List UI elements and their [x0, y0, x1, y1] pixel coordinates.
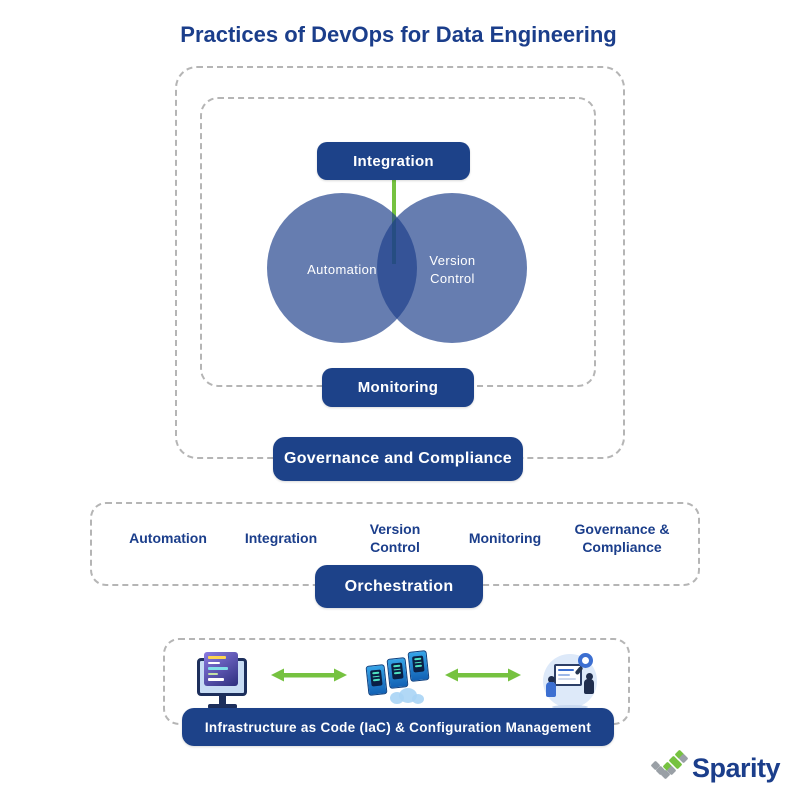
iac-pill: Infrastructure as Code (IaC) & Configura…: [182, 708, 614, 746]
sparity-wordmark: Sparity: [691, 753, 781, 783]
practice-label-automation: Automation: [129, 529, 207, 546]
governance-compliance-pill: Governance and Compliance: [273, 437, 523, 481]
practice-label-version-control: Version Control: [369, 520, 421, 555]
double-arrow-icon: [445, 668, 521, 682]
person-body: [546, 682, 556, 697]
container-box: [407, 650, 430, 682]
container-box: [365, 664, 388, 696]
page-title: Practices of DevOps for Data Engineering: [180, 22, 617, 47]
whiteboard: [554, 664, 582, 686]
magnifier-icon: [578, 653, 593, 668]
venn-circle-version-control: [377, 193, 527, 343]
container-box: [386, 657, 409, 689]
code-window: [204, 652, 238, 686]
sparity-check-icon: [650, 749, 689, 782]
sparity-logo: Sparity: [650, 749, 781, 783]
double-arrow-icon: [271, 668, 347, 682]
venn-label-automation: Automation: [307, 262, 377, 277]
team-analysis-icon: [540, 648, 600, 712]
integration-pill: Integration: [317, 142, 470, 180]
practice-label-governance: Governance & Compliance: [574, 520, 670, 555]
server-containers-cloud-icon: [365, 648, 432, 708]
person-body: [584, 679, 594, 694]
person-head: [548, 676, 555, 683]
venn-label-version-control: Version Control: [429, 253, 476, 286]
monitoring-pill: Monitoring: [322, 368, 474, 407]
orchestration-pill: Orchestration: [315, 565, 483, 608]
code-editor-monitor-icon: [192, 650, 252, 712]
ground-shadow: [552, 705, 588, 709]
practice-label-integration: Integration: [244, 529, 318, 546]
person-head: [586, 673, 593, 680]
practice-label-monitoring: Monitoring: [468, 529, 542, 546]
cloud-icon: [412, 694, 424, 704]
monitor-base: [208, 704, 237, 709]
monitor-stand: [219, 696, 226, 704]
